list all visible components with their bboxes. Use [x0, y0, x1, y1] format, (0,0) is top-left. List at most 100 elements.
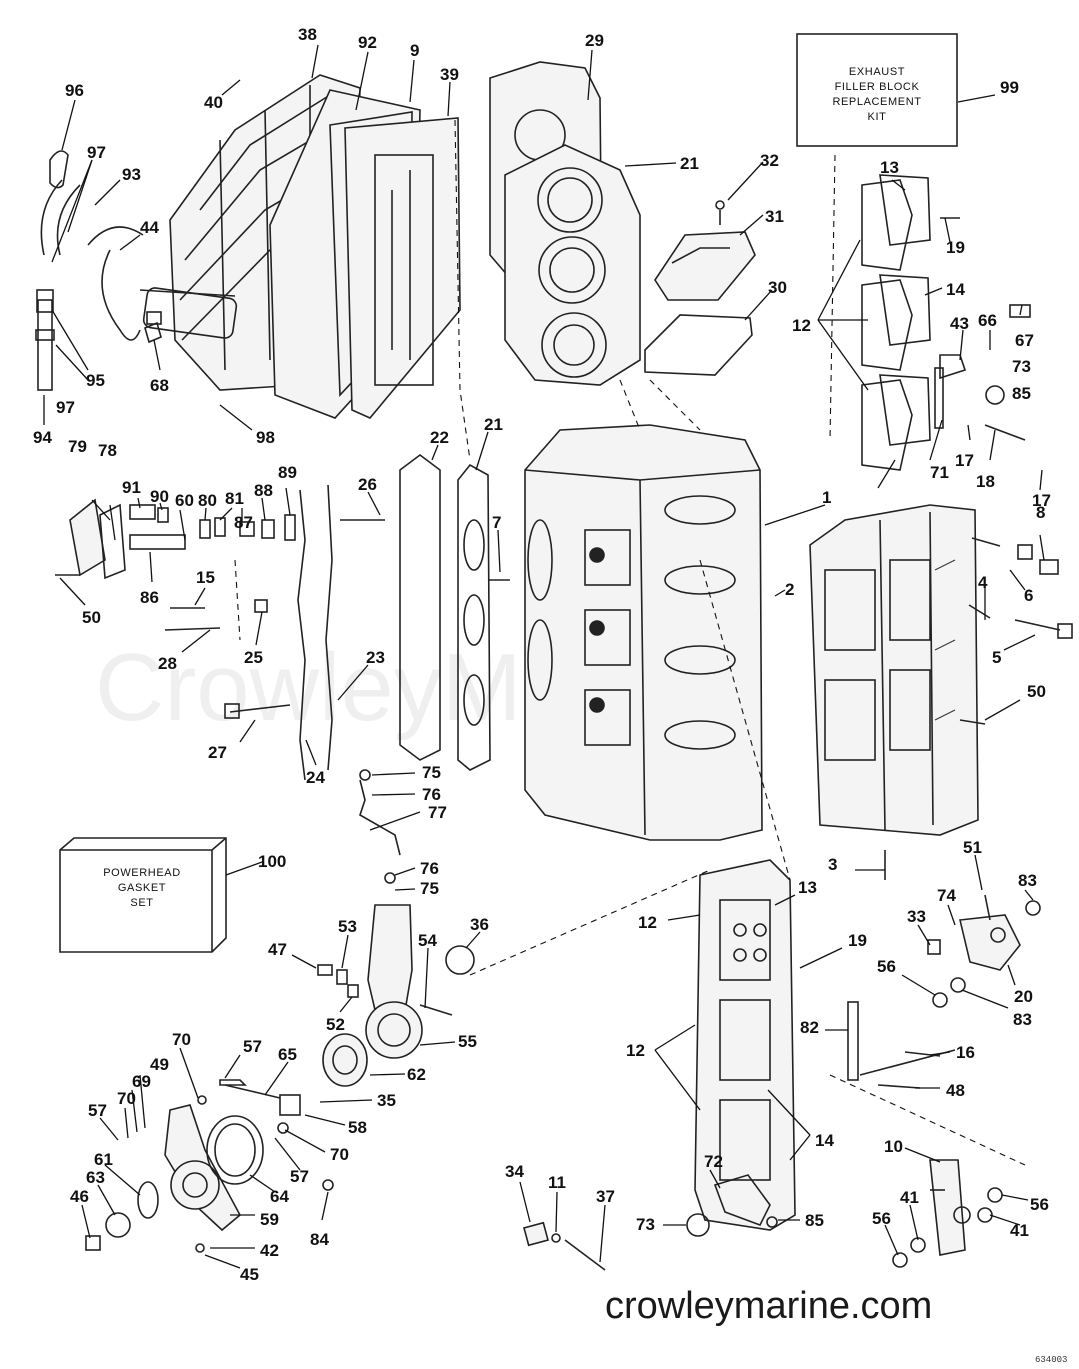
callout: 6 [1024, 586, 1033, 605]
callout: 68 [150, 376, 169, 395]
callout: 85 [805, 1211, 824, 1230]
callout: 76 [420, 859, 439, 878]
callout: 42 [260, 1241, 279, 1260]
callout: 55 [458, 1032, 477, 1051]
callout: 13 [798, 878, 817, 897]
callout: 77 [428, 803, 447, 822]
callout: 86 [140, 588, 159, 607]
callout: 89 [278, 463, 297, 482]
callout: 11 [548, 1173, 566, 1192]
throttle-linkage [847, 894, 1041, 1268]
callout: 88 [254, 481, 273, 500]
callout: 80 [198, 491, 217, 510]
callout: 3 [828, 855, 837, 874]
callout: 17 [1032, 491, 1051, 510]
callout: 29 [585, 31, 604, 50]
exhaust-kit-line3: REPLACEMENT [832, 96, 921, 108]
callout: 16 [956, 1043, 975, 1062]
callout: 53 [338, 917, 357, 936]
exhaust-kit-box: EXHAUST FILLER BLOCK REPLACEMENT KIT [796, 33, 958, 147]
callout: 50 [82, 608, 101, 627]
callout: 54 [418, 931, 437, 950]
callout: 35 [377, 1091, 396, 1110]
callout: 56 [1030, 1195, 1049, 1214]
reed-valve-stack-upper [861, 174, 1031, 471]
callout: 12 [792, 316, 811, 335]
callout: 56 [872, 1209, 891, 1228]
callout: 57 [88, 1101, 107, 1120]
exhaust-cover-assembly [169, 74, 461, 419]
callout: 22 [430, 428, 449, 447]
callout: 50 [1027, 682, 1046, 701]
gasket-set-line3: SET [130, 897, 153, 909]
callout: 62 [407, 1065, 426, 1084]
bypass-valve-parts [55, 498, 510, 719]
drawing-code: 634003 [1035, 1355, 1067, 1365]
callout: 72 [704, 1152, 723, 1171]
callout: 85 [1012, 384, 1031, 403]
callout: 98 [256, 428, 275, 447]
callout: 31 [765, 207, 784, 226]
callout: 30 [768, 278, 787, 297]
callout: 71 [930, 463, 949, 482]
leader-lines [43, 44, 1045, 1269]
cylinder-block [524, 424, 763, 841]
callout: 73 [636, 1215, 655, 1234]
callout: 97 [87, 143, 106, 162]
callout: 94 [33, 428, 52, 447]
thermostat-cover [644, 200, 756, 376]
callout: 69 [132, 1072, 151, 1091]
callout: 84 [310, 1230, 329, 1249]
callout: 90 [150, 487, 169, 506]
callout: 37 [596, 1187, 615, 1206]
callout: 97 [56, 398, 75, 417]
gasket-set-line1: POWERHEAD [103, 867, 181, 879]
callout: 61 [94, 1150, 113, 1169]
assembly-guides [234, 119, 1026, 1166]
callout: 49 [150, 1055, 169, 1074]
callout: 87 [234, 513, 253, 532]
callout: 52 [326, 1015, 345, 1034]
callout: 75 [420, 879, 439, 898]
callout: 20 [1014, 987, 1033, 1006]
callout: 60 [175, 491, 194, 510]
callout: 67 [1015, 331, 1034, 350]
callout: 75 [422, 763, 441, 782]
cylinder-head-assembly [489, 61, 641, 386]
loose-small-parts [523, 1221, 606, 1271]
callout: 9 [410, 41, 419, 60]
callout: 27 [208, 743, 227, 762]
crankcase-cover [809, 504, 979, 836]
callout: 79 [68, 437, 87, 456]
exhaust-kit-line1: EXHAUST [849, 66, 905, 78]
callout: 23 [366, 648, 385, 667]
callout: 19 [946, 238, 965, 257]
callout: 10 [884, 1137, 903, 1156]
callout: 46 [70, 1187, 89, 1206]
callout: 25 [244, 648, 263, 667]
callout: 64 [270, 1187, 289, 1206]
callout: 2 [785, 580, 794, 599]
connecting-rod-assembly [317, 769, 475, 1087]
fittings-and-hoses [35, 150, 238, 391]
callout: 13 [880, 158, 899, 177]
callout: 33 [907, 907, 926, 926]
callout: 100 [258, 852, 286, 871]
callout: 70 [330, 1145, 349, 1164]
callout: 47 [268, 940, 287, 959]
callout: 78 [98, 441, 117, 460]
callout: 4 [978, 573, 988, 592]
callout-numbers: 96 97 93 44 95 97 94 68 40 38 92 9 39 98… [33, 25, 1051, 1284]
callout: 38 [298, 25, 317, 44]
callout: 21 [680, 154, 699, 173]
callout: 70 [172, 1030, 191, 1049]
callout: 96 [65, 81, 84, 100]
callout: 24 [306, 768, 325, 787]
callout: 91 [122, 478, 141, 497]
callout: 36 [470, 915, 489, 934]
callout: 32 [760, 151, 779, 170]
callout: 81 [225, 489, 244, 508]
callout: 1 [822, 488, 831, 507]
callout: 83 [1013, 1010, 1032, 1029]
